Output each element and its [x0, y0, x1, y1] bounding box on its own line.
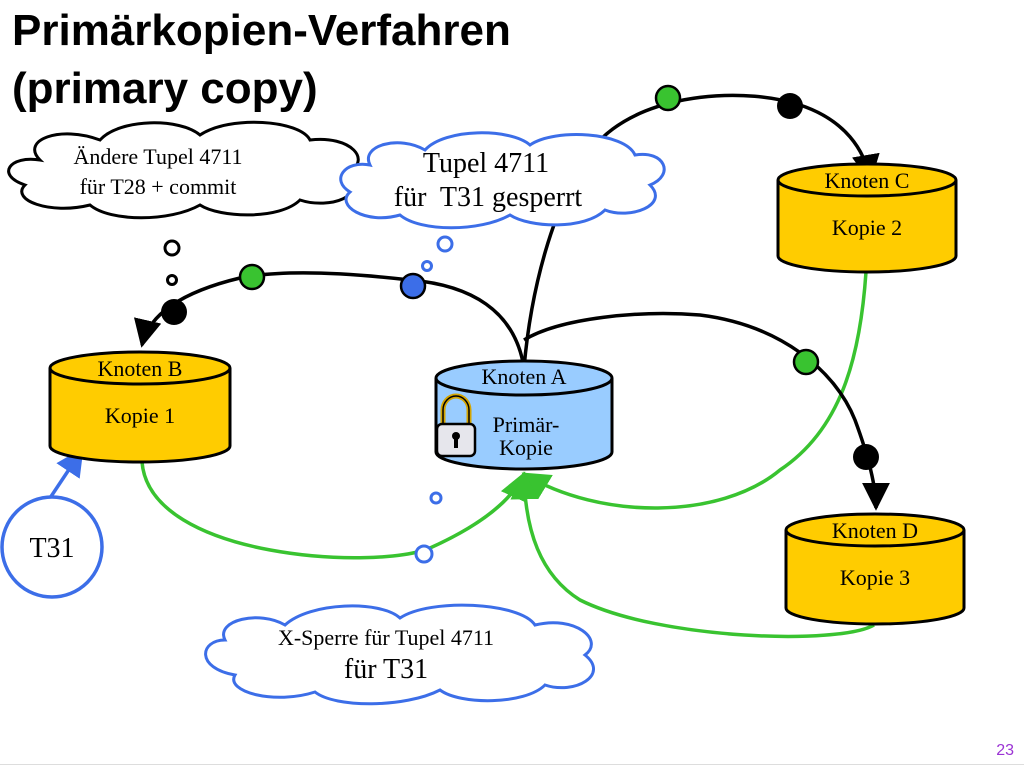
black-dot-a-d	[853, 444, 879, 470]
thought-dot-locked-1	[436, 235, 454, 253]
cloud-t28-line-2: für T28 + commit	[80, 174, 237, 199]
node-a-header: Knoten A	[482, 364, 567, 389]
cloud-locked: Tupel 4711 für T31 gesperrt	[339, 131, 666, 230]
thought-dot-xlock-1	[429, 491, 443, 505]
page-number: 23	[996, 742, 1014, 759]
footer-divider	[0, 764, 1024, 765]
blue-dot-a-b	[399, 272, 427, 300]
node-a-label-line-2: Kopie	[499, 435, 553, 460]
green-line-c-to-a	[521, 271, 868, 510]
transaction-t31: T31	[0, 495, 104, 599]
cloud-xlock: X-Sperre für Tupel 4711 für T31	[204, 603, 595, 706]
node-d-header: Knoten D	[832, 518, 918, 543]
node-d-cylinder: Knoten D Kopie 3	[784, 512, 966, 626]
green-dot-a-d	[792, 348, 820, 376]
cloud-t28-line-1: Ändere Tupel 4711	[73, 144, 242, 169]
cloud-xlock-line-2: für T31	[344, 654, 428, 685]
node-b-cylinder: Knoten B Kopie 1	[48, 350, 232, 464]
node-c-cylinder: Knoten C Kopie 2	[776, 162, 958, 274]
node-a-cylinder: Knoten A Primär- Kopie	[434, 359, 614, 471]
node-c-header: Knoten C	[825, 168, 910, 193]
node-a-label-line-1: Primär-	[493, 412, 560, 437]
thought-dot-t28-1	[163, 239, 181, 257]
thought-dot-xlock-2	[414, 544, 434, 564]
lock-icon	[435, 393, 477, 458]
green-line-b-to-a	[140, 461, 527, 560]
black-dot-a-b	[161, 299, 187, 325]
green-dot-a-c	[654, 84, 682, 112]
black-line-a-to-b	[133, 271, 526, 369]
thought-dot-locked-2	[421, 260, 433, 272]
transaction-t31-label: T31	[29, 533, 74, 564]
black-dot-a-c	[777, 93, 803, 119]
cloud-t28: Ändere Tupel 4711 für T28 + commit	[7, 120, 360, 220]
cloud-locked-line-2: für T31 gesperrt	[394, 182, 583, 213]
cloud-locked-line-1: Tupel 4711	[423, 148, 549, 179]
node-d-label: Kopie 3	[840, 565, 910, 590]
green-line-d-to-a	[510, 471, 875, 639]
cloud-xlock-line-1: X-Sperre für Tupel 4711	[278, 625, 494, 650]
node-b-label: Kopie 1	[105, 403, 175, 428]
slide-title: Primärkopien-Verfahren (primary copy)	[12, 2, 511, 118]
node-c-label: Kopie 2	[832, 215, 902, 240]
title-line-1: Primärkopien-Verfahren	[12, 6, 511, 55]
node-b-header: Knoten B	[98, 356, 183, 381]
title-line-2: (primary copy)	[12, 64, 318, 113]
thought-dot-t28-2	[166, 274, 178, 286]
green-dot-a-b	[238, 263, 266, 291]
